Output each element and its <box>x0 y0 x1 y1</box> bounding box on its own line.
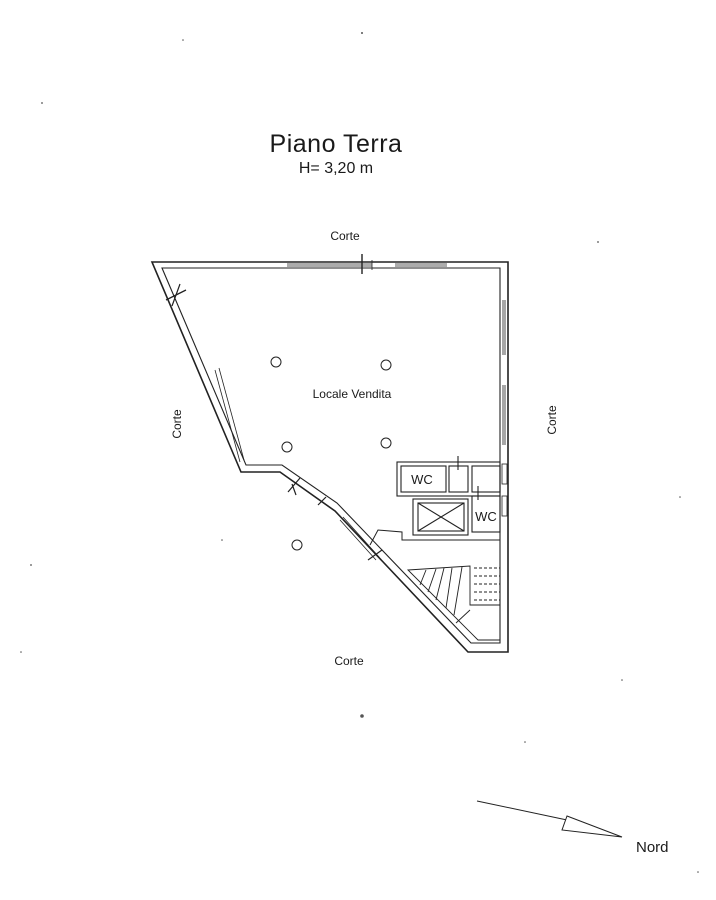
right-windows <box>501 300 508 517</box>
columns <box>270 356 392 551</box>
wc-label-right: WC <box>475 509 497 524</box>
entrance-partition <box>369 529 500 546</box>
wc-label-left: WC <box>411 472 433 487</box>
sales-room-label: Locale Vendita <box>313 387 392 401</box>
scan-speckles <box>20 32 699 873</box>
courtyard-label-left: Corte <box>170 409 184 439</box>
diagonal-wall-openings <box>287 477 383 561</box>
outer-walls <box>150 261 509 653</box>
column <box>380 359 392 371</box>
plan-title: Piano Terra <box>269 130 403 158</box>
column <box>281 441 293 453</box>
north-arrow <box>476 800 623 838</box>
north-label: Nord <box>636 839 669 856</box>
courtyard-label-right: Corte <box>545 405 559 435</box>
courtyard-label-bottom: Corte <box>334 654 364 668</box>
top-windows <box>287 254 447 274</box>
column <box>380 437 392 449</box>
lift-shaft <box>412 498 469 536</box>
column <box>270 356 282 368</box>
column <box>291 539 303 551</box>
left-window <box>165 283 245 463</box>
wc-block <box>396 456 501 533</box>
courtyard-label-top: Corte <box>330 229 360 243</box>
staircase <box>406 565 501 641</box>
plan-height-label: H= 3,20 m <box>298 160 374 177</box>
